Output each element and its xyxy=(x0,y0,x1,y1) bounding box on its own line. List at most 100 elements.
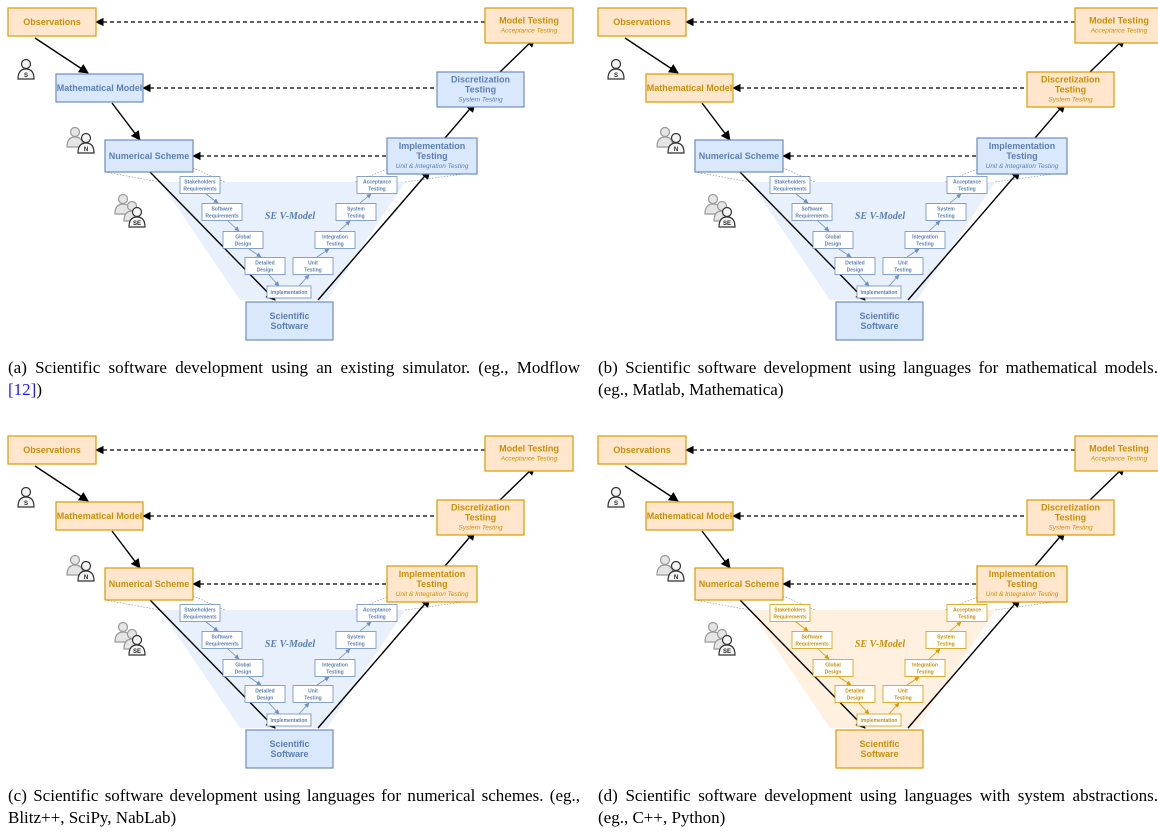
discretization-testing-box xyxy=(436,499,525,536)
observations-box-label: Observations xyxy=(613,445,671,455)
v-right-box xyxy=(314,659,356,677)
discretization-testing-box-sublabel: System Testing xyxy=(1048,525,1093,532)
v-right-box xyxy=(314,231,356,249)
flow-arrow-disc-model xyxy=(1089,37,1126,73)
discretization-testing-box xyxy=(436,71,525,108)
citation-link[interactable]: [12] xyxy=(8,380,37,399)
scientific-software-box-label: Scientific xyxy=(269,311,309,321)
v-left-box xyxy=(769,176,811,194)
model-testing-box-label: Model Testing xyxy=(1089,16,1149,26)
person-s-icon: S xyxy=(607,58,625,80)
v-implementation-label: Implementation xyxy=(271,290,308,296)
v-right-box-label: Testing xyxy=(937,214,954,220)
v-left-box-label: Requirements xyxy=(205,214,239,220)
v-left-box-label: Software xyxy=(211,635,232,641)
v-arrow-left xyxy=(817,220,830,232)
observations-box-label: Observations xyxy=(23,17,81,27)
discretization-testing-box-sublabel: System Testing xyxy=(458,97,503,104)
person-s-icon-head xyxy=(20,58,32,70)
person-grey-icon xyxy=(66,126,84,148)
person-s-icon-head xyxy=(20,486,32,498)
v-right-box xyxy=(292,685,334,703)
person-se-icon-body xyxy=(128,216,146,228)
caption-label: (a) xyxy=(8,358,27,377)
se-vmodel-label: SE V-Model xyxy=(265,639,316,650)
person-n-icon-body xyxy=(667,570,685,582)
person-n-icon-letter: N xyxy=(84,147,88,153)
person-n-icon-letter: N xyxy=(674,147,678,153)
person-s-icon-head xyxy=(610,58,622,70)
scientific-software-box-label: Scientific xyxy=(269,739,309,749)
v-right-box-label: Unit xyxy=(898,689,908,695)
model-testing-box-sublabel: Acceptance Testing xyxy=(500,28,558,35)
v-right-box xyxy=(925,631,967,649)
discretization-testing-box xyxy=(1026,71,1115,108)
observations-box xyxy=(7,7,97,37)
observations-box-label: Observations xyxy=(613,17,671,27)
v-right-box-label: Unit xyxy=(308,689,318,695)
caption-text: Scientific software development using la… xyxy=(8,786,581,827)
model-testing-box xyxy=(1074,435,1158,472)
person-n-icon-head xyxy=(670,560,682,572)
person-n-icon: N xyxy=(77,132,95,154)
numerical-scheme-box xyxy=(104,567,194,601)
numerical-scheme-box-label: Numerical Scheme xyxy=(109,579,190,589)
v-arrow-right xyxy=(888,702,900,715)
scientific-software-box-label: Scientific xyxy=(859,311,899,321)
v-right-box-label: Unit xyxy=(898,261,908,267)
v-right-box-label: Acceptance xyxy=(953,608,981,614)
person-s-icon-body xyxy=(607,68,625,80)
flow-arrow-disc-model xyxy=(499,465,536,501)
person-s-icon: S xyxy=(607,486,625,508)
v-left-box xyxy=(812,231,854,249)
caption-a: (a) Scientific software development usin… xyxy=(8,357,580,401)
caption-text: Scientific software development using an… xyxy=(35,358,580,377)
v-right-box-label: Testing xyxy=(368,615,385,621)
v-left-box-label: Software xyxy=(801,207,822,213)
model-testing-box xyxy=(484,7,574,44)
model-testing-box-sublabel: Acceptance Testing xyxy=(1090,28,1148,35)
person-grey-icon-head xyxy=(659,554,671,566)
v-arrow-right xyxy=(298,702,310,715)
v-right-box-label: Testing xyxy=(894,696,911,702)
flow-arrow-math-num xyxy=(701,530,731,569)
v-right-box xyxy=(356,604,398,622)
v-right-box-label: System xyxy=(937,207,955,213)
scientific-software-box-label: Software xyxy=(860,321,898,331)
person-se-icon-head xyxy=(721,206,733,218)
v-left-box-label: Requirements xyxy=(773,615,807,621)
person-s-icon-body xyxy=(607,496,625,508)
discretization-testing-box-sublabel: System Testing xyxy=(1048,97,1093,104)
person-se-icon-head xyxy=(131,634,143,646)
flow-arrow-num-sw xyxy=(149,171,276,301)
v-left-box xyxy=(222,659,264,677)
person-grey-icon-head xyxy=(117,193,129,205)
person-se-icon-body xyxy=(718,216,736,228)
se-vmodel-label: SE V-Model xyxy=(855,211,906,222)
v-left-box-label: Stakeholders xyxy=(774,608,806,614)
caption-label: (b) xyxy=(598,358,618,377)
flow-arrow-impl-disc xyxy=(1034,102,1066,139)
person-n-icon: N xyxy=(77,560,95,582)
person-n-icon-body xyxy=(77,570,95,582)
numerical-scheme-box-label: Numerical Scheme xyxy=(109,151,190,161)
v-arrow-right xyxy=(928,220,941,232)
v-arrow-left xyxy=(268,702,280,715)
scientific-software-box-label: Software xyxy=(270,321,308,331)
flow-arrow-num-sw xyxy=(739,171,866,301)
v-left-box-label: Global xyxy=(235,663,251,669)
v-left-box-label: Design xyxy=(257,696,274,702)
model-testing-box xyxy=(484,435,574,472)
v-right-box-label: Testing xyxy=(304,696,321,702)
v-right-box-label: Acceptance xyxy=(363,608,391,614)
v-right-box-label: Testing xyxy=(347,214,364,220)
v-arrow-left xyxy=(227,220,240,232)
v-implementation-box xyxy=(266,285,312,299)
discretization-testing-box-label: Discretization xyxy=(451,75,510,85)
v-right-box xyxy=(904,231,946,249)
v-arrow-right xyxy=(298,274,310,287)
v-right-box xyxy=(904,659,946,677)
